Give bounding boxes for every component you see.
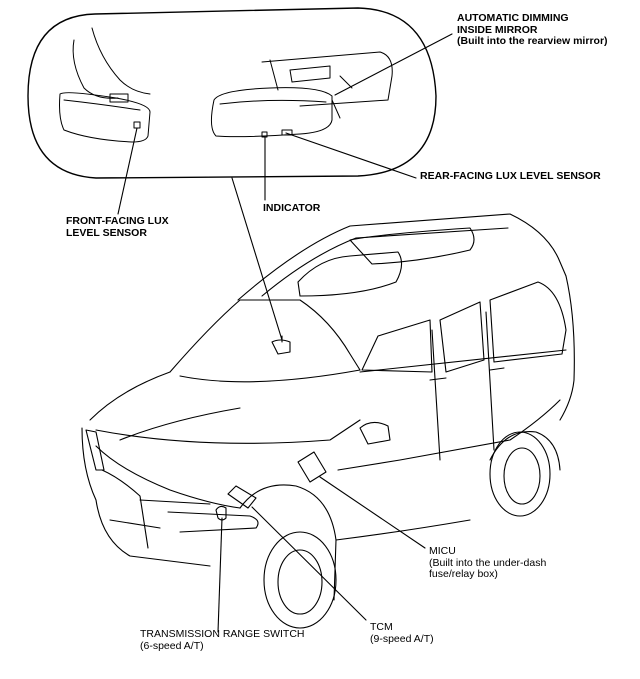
label-indicator-text: INDICATOR bbox=[263, 202, 321, 214]
label-micu: MICU (Built into the under-dash fuse/rel… bbox=[429, 545, 547, 581]
tcm-module bbox=[227, 485, 257, 509]
label-front-sensor-line2: LEVEL SENSOR bbox=[66, 226, 147, 239]
label-rear-sensor-text: REAR-FACING LUX LEVEL SENSOR bbox=[420, 170, 601, 182]
micu-fuse-box bbox=[297, 451, 327, 483]
label-micu-line1: MICU bbox=[429, 545, 456, 557]
mirror-rear-view bbox=[210, 51, 393, 138]
mirror-front-view bbox=[59, 27, 151, 143]
label-trans-switch-line2: (6-speed A/T) bbox=[140, 639, 204, 652]
label-mirror-line1: AUTOMATIC DIMMING bbox=[457, 12, 569, 24]
label-micu-line3: fuse/relay box) bbox=[429, 568, 498, 580]
transmission-range-switch bbox=[215, 505, 227, 521]
label-tcm: TCM (9-speed A/T) bbox=[370, 621, 434, 645]
label-trans-switch-line1: TRANSMISSION RANGE SWITCH bbox=[140, 628, 305, 640]
suv-line-drawing bbox=[81, 213, 575, 629]
label-mirror-line2: INSIDE MIRROR bbox=[457, 23, 538, 36]
label-tcm-line1: TCM bbox=[370, 621, 393, 633]
label-front-sensor-line1: FRONT-FACING LUX bbox=[66, 215, 169, 227]
label-mirror-line3: (Built into the rearview mirror) bbox=[457, 35, 608, 47]
leader-lines bbox=[117, 33, 453, 633]
label-rear-facing-sensor: REAR-FACING LUX LEVEL SENSOR bbox=[420, 170, 601, 183]
label-automatic-dimming-mirror: AUTOMATIC DIMMING INSIDE MIRROR (Built i… bbox=[457, 12, 608, 48]
label-transmission-range-switch: TRANSMISSION RANGE SWITCH (6-speed A/T) bbox=[140, 628, 305, 652]
label-indicator: INDICATOR bbox=[263, 202, 321, 215]
label-tcm-line2: (9-speed A/T) bbox=[370, 632, 434, 645]
label-front-facing-sensor: FRONT-FACING LUX LEVEL SENSOR bbox=[66, 215, 169, 239]
label-micu-line2: (Built into the under-dash bbox=[429, 556, 547, 569]
inset-callout-oval bbox=[27, 7, 437, 179]
